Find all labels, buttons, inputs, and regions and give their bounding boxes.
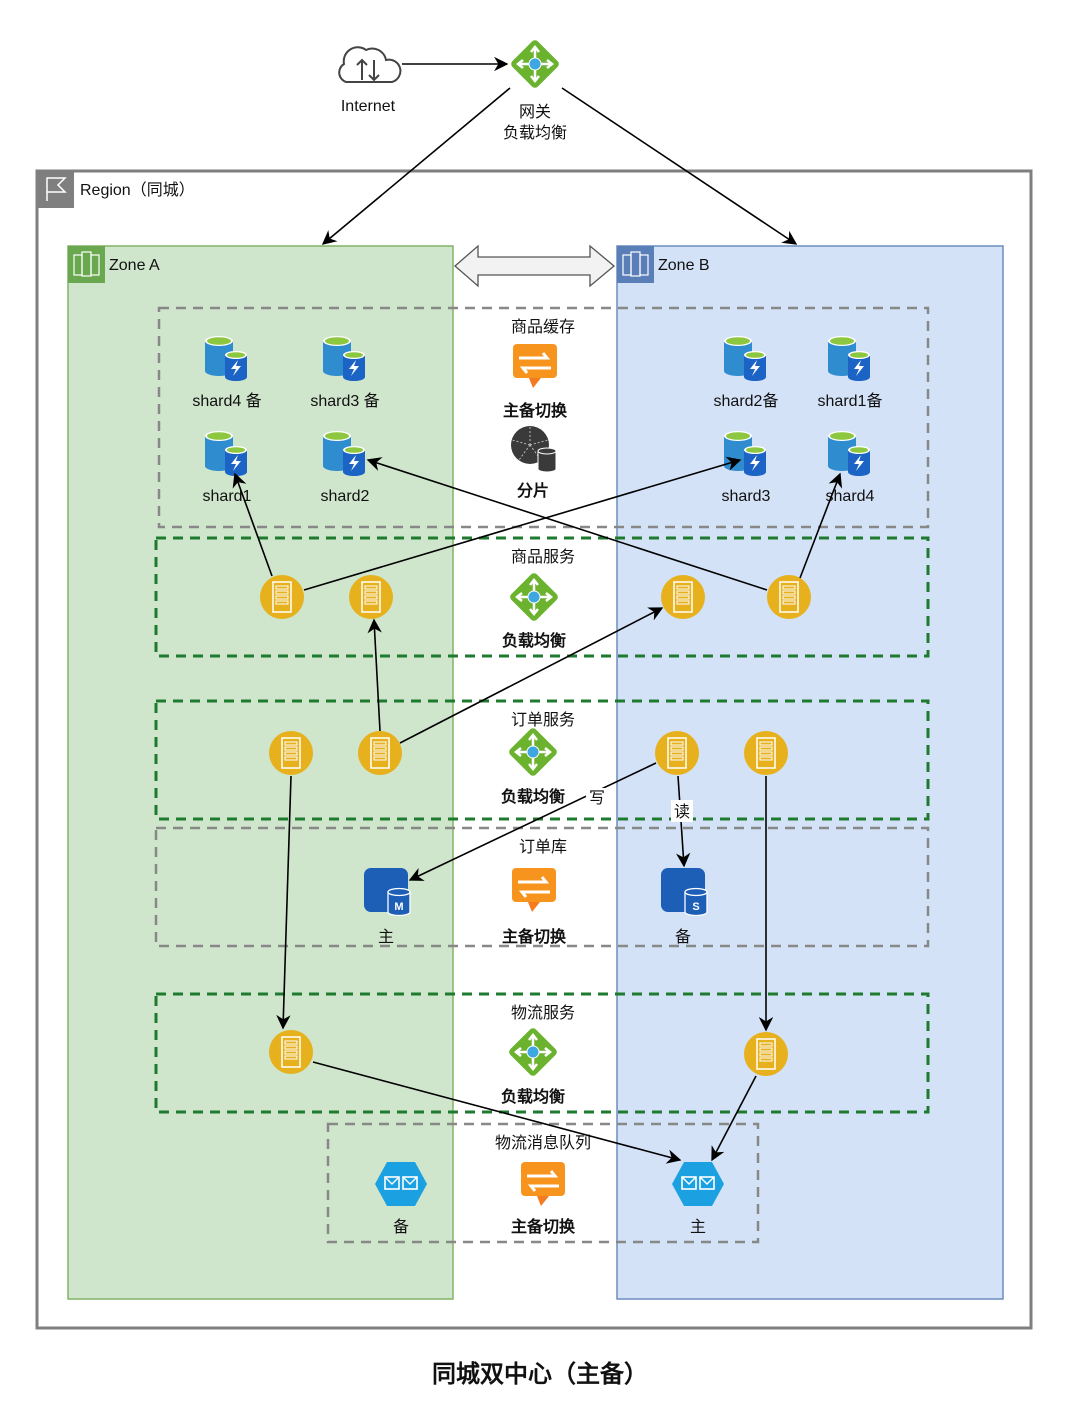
- edge-product-a1-to-shard1: [232, 472, 273, 577]
- shard-label-a-3: shard1: [203, 488, 252, 505]
- shard-label-a-2: shard3 备: [310, 392, 379, 410]
- write-label-bg: [586, 788, 608, 808]
- master-db-label: 主: [378, 928, 394, 946]
- product-lb-label: 负载均衡: [502, 631, 566, 650]
- gateway-label-line1: 网关: [519, 103, 551, 121]
- mq-primary-label: 主: [690, 1218, 706, 1236]
- region-flag-icon: [37, 171, 74, 208]
- sharding-icon: [511, 426, 557, 473]
- shard-label-b-1: shard2备: [714, 392, 779, 410]
- slave-db-label: 备: [675, 928, 691, 946]
- mq-switch-label: 主备切换: [511, 1217, 576, 1236]
- server-node-icon: [654, 730, 700, 776]
- cache-switch-label: 主备切换: [503, 401, 568, 420]
- read-label-bg: [671, 800, 693, 822]
- edge-logistics-a-to-mq-primary: [312, 1061, 682, 1164]
- sharding-label: 分片: [517, 481, 549, 500]
- edge-gateway-to-zone-a: [321, 87, 511, 245]
- logistics-lb-label: 负载均衡: [501, 1087, 565, 1106]
- server-node-icon: [268, 730, 314, 776]
- internet-label: Internet: [341, 98, 396, 115]
- server-node-icon: [743, 1031, 789, 1077]
- shard-label-b-2: shard1备: [818, 392, 883, 410]
- edge-gateway-to-zone-b: [561, 87, 798, 245]
- order-lb-label: 负载均衡: [501, 787, 565, 806]
- product-service-group-box: [154, 536, 930, 658]
- gateway-label-line2: 负载均衡: [503, 124, 567, 142]
- zone-sync-arrow: [454, 244, 616, 288]
- region-label: Region（同城）: [80, 181, 195, 199]
- product-service-label: 商品服务: [511, 548, 575, 566]
- order-service-group-box: [154, 699, 930, 821]
- shard-label-b-3: shard3: [722, 488, 771, 505]
- shard-label-a-1: shard4 备: [192, 392, 261, 410]
- logistics-service-label: 物流服务: [511, 1004, 575, 1022]
- logistics-mq-label: 物流消息队列: [495, 1134, 591, 1152]
- edge-order-a2-to-product-b1: [399, 607, 664, 744]
- edge-product-a1-to-shard3: [303, 456, 742, 591]
- order-service-label: 订单服务: [511, 711, 575, 729]
- edge-product-b2-to-shard4: [799, 472, 843, 579]
- zone-b-datacenter-icon: [617, 246, 654, 283]
- shard-label-b-4: shard4: [826, 488, 875, 505]
- mq-standby-label: 备: [393, 1218, 409, 1236]
- server-node-icon: [268, 1029, 314, 1075]
- server-node-icon: [660, 574, 706, 620]
- edge-order-a1-to-logistics-a: [276, 775, 292, 1030]
- order-db-switch-label: 主备切换: [502, 927, 567, 946]
- server-node-icon: [743, 730, 789, 776]
- svg-text:M: M: [394, 901, 403, 913]
- write-label: 写: [589, 790, 605, 807]
- edge-order-write-to-master: [408, 762, 657, 881]
- edge-order-a2-to-product-a2: [367, 618, 382, 732]
- read-label: 读: [674, 803, 690, 821]
- diagram-title: 同城双中心（主备）: [432, 1360, 648, 1388]
- gateway-load-balancer-icon: [508, 37, 562, 91]
- order-db-label: 订单库: [519, 838, 567, 856]
- master-db-icon: M: [364, 868, 411, 917]
- order-db-group-box: [154, 826, 930, 948]
- logistics-mq-group-box: [326, 1122, 760, 1244]
- server-node-icon: [766, 574, 812, 620]
- edge-product-b2-to-shard2: [366, 457, 768, 591]
- svg-text:S: S: [692, 901, 699, 913]
- cache-group-label: 商品缓存: [511, 318, 575, 336]
- slave-db-icon: S: [661, 868, 708, 917]
- server-node-icon: [357, 730, 403, 776]
- internet-cloud-icon: [338, 46, 402, 83]
- zone-a-label: Zone A: [109, 257, 160, 274]
- server-node-icon: [259, 574, 305, 620]
- zone-b-label: Zone B: [658, 257, 710, 274]
- shard-label-a-4: shard2: [321, 488, 370, 505]
- logistics-service-group-box: [154, 992, 930, 1114]
- edge-logistics-b-to-mq-primary: [711, 1075, 757, 1162]
- zone-a-datacenter-icon: [68, 246, 105, 283]
- server-node-icon: [348, 574, 394, 620]
